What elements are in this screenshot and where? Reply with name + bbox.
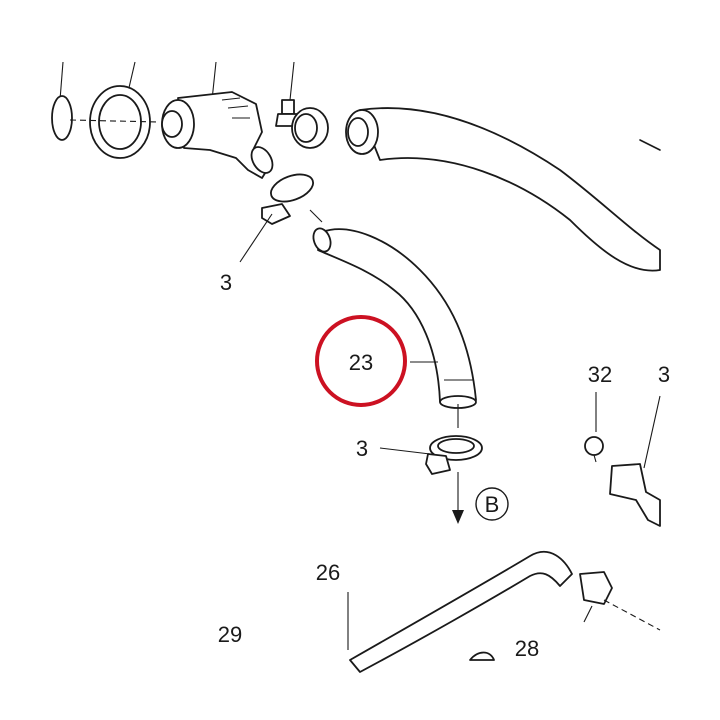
arrow-down-icon	[452, 510, 464, 524]
thermostat-housing	[161, 91, 274, 179]
lower-hose-26	[349, 550, 573, 673]
bolt-32	[584, 436, 604, 463]
leaders	[239, 209, 661, 650]
reference-b: B	[475, 487, 509, 521]
callout-label: 28	[515, 636, 539, 661]
upper-hose	[345, 107, 661, 272]
bracket-right	[609, 463, 661, 527]
axis-line	[69, 119, 161, 123]
callout-label: 32	[588, 362, 612, 387]
axis-line-lower	[603, 599, 661, 631]
hose-clamp-lower	[425, 435, 483, 475]
callout-label: 26	[316, 560, 340, 585]
highlight-ring	[315, 315, 407, 407]
callout-label: 29	[218, 622, 242, 647]
reference-label: B	[485, 492, 500, 517]
hose-clamp-upper	[261, 173, 314, 225]
callout-label: 23	[349, 350, 373, 375]
ring-left-partial	[51, 95, 73, 141]
callout-label: 3	[220, 270, 232, 295]
callout-label: 3	[658, 362, 670, 387]
partial-part-bottom	[469, 651, 495, 661]
coupling-ring-top	[291, 107, 329, 149]
callout-label: 3	[356, 436, 368, 461]
clamp-28	[579, 571, 613, 605]
hose-23	[312, 227, 477, 409]
seal-ring	[89, 85, 151, 159]
